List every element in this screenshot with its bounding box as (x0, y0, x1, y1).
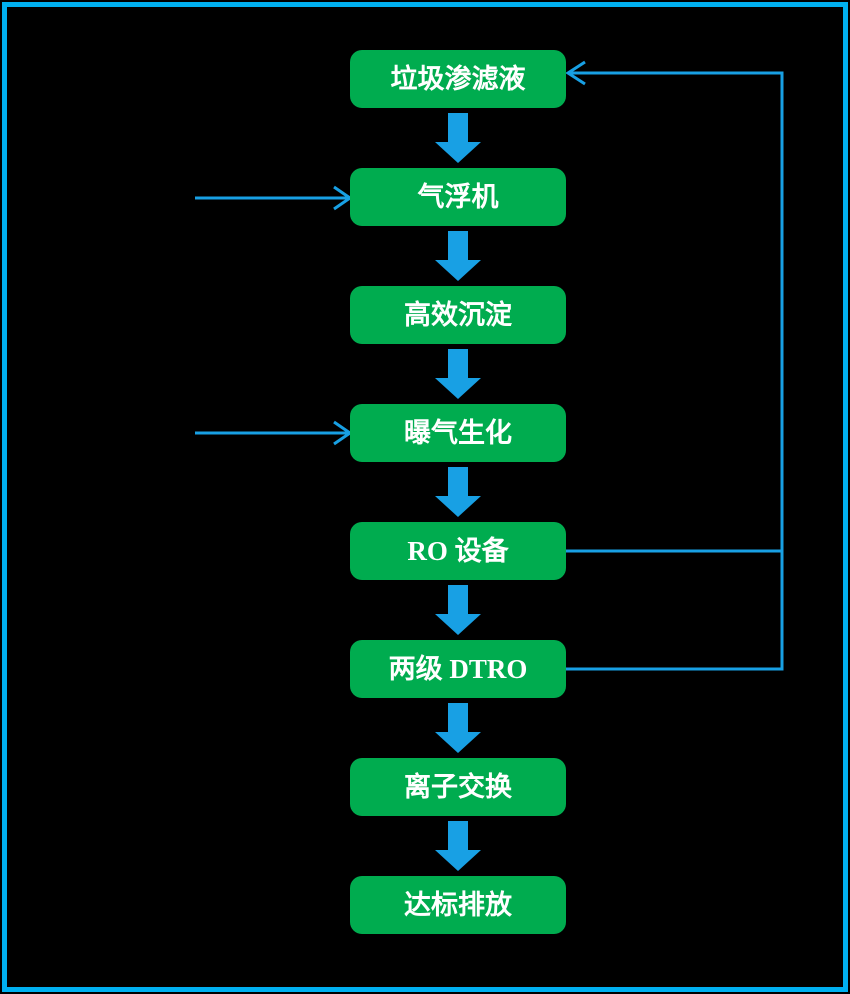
down-arrow-4-icon (435, 467, 481, 517)
down-arrow-6-icon (435, 703, 481, 753)
flow-node-label: 离子交换 (404, 772, 512, 802)
flow-node-label: RO 设备 (407, 536, 509, 566)
return-line-dtro-to-leachate (566, 71, 784, 671)
flow-node-label: 高效沉淀 (404, 300, 512, 330)
flow-node-discharge: 达标排放 (350, 876, 566, 934)
down-arrow-5-icon (435, 585, 481, 635)
return-arrowhead-leachate-icon (565, 60, 586, 86)
down-arrow-1-icon (435, 113, 481, 163)
flow-node-leachate: 垃圾渗滤液 (350, 50, 566, 108)
down-arrow-3-icon (435, 349, 481, 399)
flow-node-label: 垃圾渗滤液 (390, 64, 526, 94)
down-arrow-2-icon (435, 231, 481, 281)
flow-node-ro-equipment: RO 设备 (350, 522, 566, 580)
down-arrow-7-icon (435, 821, 481, 871)
flow-node-label: 达标排放 (404, 890, 512, 920)
flow-node-label: 曝气生化 (404, 418, 512, 448)
flow-node-sedimentation: 高效沉淀 (350, 286, 566, 344)
flow-node-aeration: 曝气生化 (350, 404, 566, 462)
flow-node-air-flotation: 气浮机 (350, 168, 566, 226)
flow-node-label: 气浮机 (417, 182, 499, 212)
flow-node-label: 两级 DTRO (388, 654, 528, 684)
flow-node-ion-exchange: 离子交换 (350, 758, 566, 816)
flow-node-dtro: 两级 DTRO (350, 640, 566, 698)
